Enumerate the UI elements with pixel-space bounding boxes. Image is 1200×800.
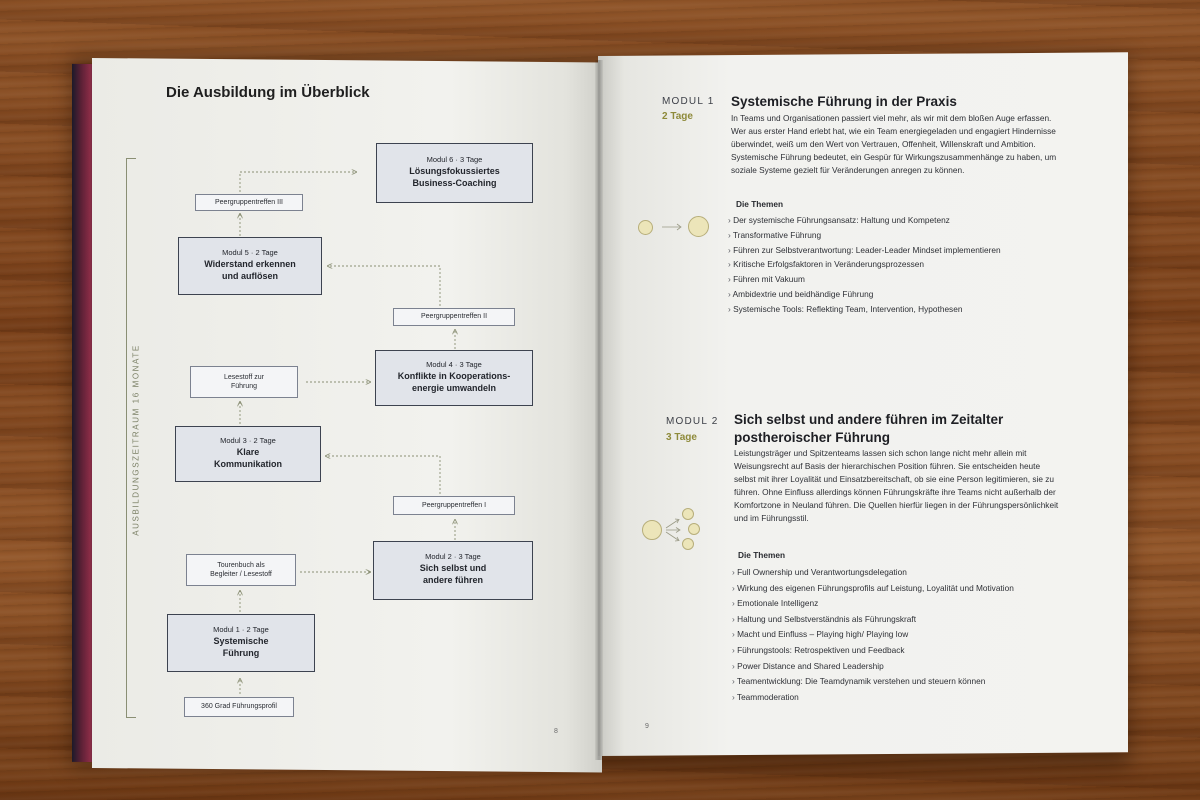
module-title: Konflikte in Kooperations-energie umwand…: [397, 371, 511, 393]
module-title: Klare Kommunikation: [213, 447, 282, 469]
circle-icon-large: [642, 520, 662, 540]
module-title: Lösungsfokussiertes Business-Coaching: [409, 166, 500, 188]
modul2-themen-heading: Die Themen: [738, 550, 786, 560]
list-item: Transformative Führung: [728, 228, 1058, 243]
modul2-body: Leistungsträger und Spitzenteams lassen …: [734, 448, 1059, 523]
module-subtitle: Modul 2 · 3 Tage: [425, 552, 481, 561]
list-item: Teamentwicklung: Die Teamdynamik versteh…: [732, 674, 1072, 690]
module-box-2: Modul 2 · 3 Tage Sich selbst und andere …: [373, 541, 533, 600]
arrows-fan-icon: [665, 518, 681, 542]
modul1-label: MODUL 1: [662, 96, 715, 107]
box-text: Peergruppentreffen I: [421, 501, 487, 509]
module-box-1: Modul 1 · 2 Tage Systemische Führung: [167, 614, 315, 672]
list-item: Power Distance and Shared Leadership: [732, 659, 1072, 675]
list-item: Führungstools: Retrospektiven und Feedba…: [732, 643, 1072, 659]
module-box-3: Modul 3 · 2 Tage Klare Kommunikation: [175, 426, 321, 482]
timeline-tick-bottom: [126, 717, 136, 718]
module-subtitle: Modul 6 · 3 Tage: [426, 155, 483, 164]
list-item: Systemische Tools: Reflekting Team, Inte…: [728, 302, 1058, 317]
list-item: Full Ownership und Verantwortungsdelegat…: [732, 565, 1072, 581]
module-box-5: Modul 5 · 2 Tage Widerstand erkennen und…: [178, 237, 322, 295]
modul1-themen-heading: Die Themen: [736, 199, 784, 209]
box-text: Tourenbuch als Begleiter / Lesestoff: [210, 561, 272, 578]
modul2-days: 3 Tage: [666, 432, 697, 443]
arrow-peer1-to-modul3: [326, 456, 441, 494]
box-text: 360 Grad Führungsprofil: [201, 703, 277, 711]
arrow-right-icon: [662, 223, 682, 231]
modul2-title-line2: postheroischer Führung: [734, 430, 891, 445]
modul1-title: Systemische Führung in der Praxis: [731, 94, 957, 109]
circle-icon-small: [682, 508, 694, 520]
box-peergruppe-3: Peergruppentreffen III: [195, 194, 303, 211]
modul2-label: MODUL 2: [666, 416, 719, 427]
module-title: Sich selbst und andere führen: [419, 563, 487, 585]
page-number-right: 9: [645, 723, 649, 730]
circle-icon-small: [638, 220, 653, 235]
box-peergruppe-1: Peergruppentreffen I: [393, 496, 515, 515]
circle-icon-large: [688, 216, 709, 237]
list-item: Macht und Einfluss – Playing high/ Playi…: [732, 627, 1072, 643]
box-tourenbuch: Tourenbuch als Begleiter / Lesestoff: [186, 554, 296, 586]
list-item: Kritische Erfolgsfaktoren in Veränderung…: [728, 257, 1058, 272]
list-item: Führen mit Vakuum: [728, 272, 1058, 287]
list-item: Wirkung des eigenen Führungsprofils auf …: [732, 581, 1072, 597]
modul1-body: In Teams und Organisationen passiert vie…: [731, 113, 1057, 175]
modul1-days: 2 Tage: [662, 111, 693, 122]
list-item: Emotionale Intelligenz: [732, 596, 1072, 612]
box-text: Peergruppentreffen II: [420, 313, 488, 321]
modul2-title-line1: Sich selbst und andere führen im Zeitalt…: [734, 412, 1004, 427]
module-subtitle: Modul 5 · 2 Tage: [222, 248, 278, 257]
arrow-peer2-to-modul5: [328, 266, 441, 306]
module-subtitle: Modul 3 · 2 Tage: [220, 436, 276, 445]
module-subtitle: Modul 4 · 3 Tage: [426, 360, 482, 369]
list-item: Der systemische Führungsansatz: Haltung …: [728, 213, 1058, 228]
circle-icon-small: [688, 523, 700, 535]
box-text: Peergruppentreffen III: [215, 198, 283, 206]
list-item: Teammoderation: [732, 690, 1072, 706]
modul2-themen-list: Full Ownership und Verantwortungsdelegat…: [732, 565, 1072, 705]
box-peergruppe-2: Peergruppentreffen II: [393, 308, 515, 326]
modul1-themen-list: Der systemische Führungsansatz: Haltung …: [728, 213, 1058, 317]
book-gutter: [595, 60, 603, 760]
module-box-4: Modul 4 · 3 Tage Konflikte in Kooperatio…: [375, 350, 533, 406]
box-text: Lesestoff zur Führung: [224, 373, 264, 390]
circle-icon-small: [682, 538, 694, 550]
timeline-line: [126, 158, 127, 718]
module-box-6: Modul 6 · 3 Tage Lösungsfokussiertes Bus…: [376, 143, 533, 203]
list-item: Ambidextrie und beidhändige Führung: [728, 287, 1058, 302]
module-subtitle: Modul 1 · 2 Tage: [213, 625, 269, 634]
arrow-peer3-to-modul6: [239, 172, 356, 192]
page-title: Die Ausbildung im Überblick: [166, 84, 370, 101]
module-title: Widerstand erkennen und auflösen: [204, 259, 296, 281]
box-360-grad-profil: 360 Grad Führungsprofil: [184, 697, 294, 717]
list-item: Führen zur Selbstverantwortung: Leader-L…: [728, 243, 1058, 258]
list-item: Haltung und Selbstverständnis als Führun…: [732, 612, 1072, 628]
module-title: Systemische Führung: [213, 636, 269, 658]
box-lesestoff: Lesestoff zur Führung: [190, 366, 298, 398]
page-number-left: 8: [554, 728, 558, 735]
timeline-tick-top: [126, 158, 136, 159]
